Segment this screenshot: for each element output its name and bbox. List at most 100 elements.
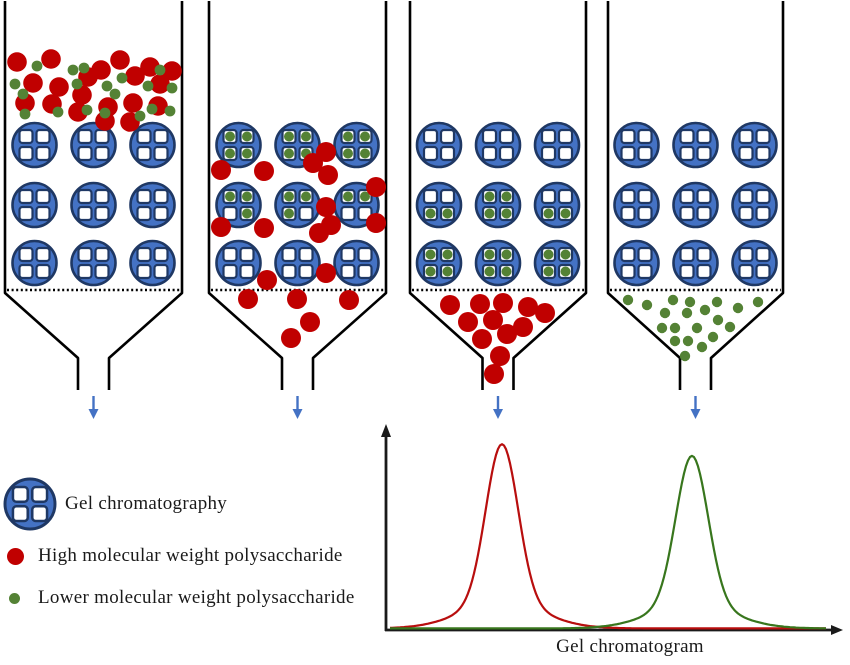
gel-bead bbox=[333, 121, 380, 169]
bead-pore-window bbox=[481, 128, 498, 145]
red-particle bbox=[366, 213, 386, 233]
trapped-green-particle bbox=[225, 191, 235, 202]
gel-bead-body bbox=[333, 239, 380, 287]
bead-pore-window bbox=[540, 128, 557, 145]
green-particle bbox=[17, 88, 29, 100]
bead-pore-window bbox=[11, 485, 29, 503]
bead-pore-window bbox=[77, 188, 93, 205]
red-particle bbox=[125, 66, 145, 86]
trapped-green-particle bbox=[425, 266, 436, 277]
red-particle bbox=[110, 50, 130, 70]
gel-bead bbox=[215, 239, 262, 287]
bead-pore-window bbox=[239, 263, 255, 280]
eluted-green-particle bbox=[724, 321, 736, 333]
trapped-green-particle bbox=[360, 131, 370, 142]
gel-bead-body bbox=[11, 181, 58, 229]
gel-bead bbox=[731, 181, 778, 229]
bead-pore-window bbox=[696, 263, 712, 280]
gel-bead-body bbox=[672, 121, 719, 169]
eluted-red-particle bbox=[535, 303, 555, 323]
gel-bead-body bbox=[533, 121, 581, 169]
bead-pore-window bbox=[77, 205, 93, 222]
red-particle bbox=[7, 52, 27, 72]
bead-pore-window bbox=[94, 128, 110, 145]
eluted-green-particle bbox=[667, 294, 679, 306]
trapped-green-particle bbox=[301, 191, 311, 202]
bead-pore-window bbox=[637, 263, 653, 280]
trapped-green-particle bbox=[501, 208, 512, 219]
trapped-green-particle bbox=[343, 131, 353, 142]
gel-bead-body bbox=[274, 181, 321, 229]
bead-pore-window bbox=[637, 188, 653, 205]
column-wall-right bbox=[709, 1, 785, 390]
bead-pore-window bbox=[136, 128, 152, 145]
red-particle bbox=[23, 73, 43, 93]
trapped-green-particle bbox=[501, 249, 512, 260]
bead-pore-window bbox=[557, 188, 574, 205]
gel-bead bbox=[613, 181, 660, 229]
bead-pore-window bbox=[94, 263, 110, 280]
eluted-red-particle bbox=[339, 290, 359, 310]
flow-arrow-head bbox=[690, 409, 701, 419]
gel-bead bbox=[70, 239, 117, 287]
bead-pore-window bbox=[18, 263, 34, 280]
gel-bead-icon bbox=[3, 477, 57, 531]
trapped-green-particle bbox=[284, 191, 294, 202]
eluted-red-particle bbox=[458, 312, 478, 332]
red-particle bbox=[254, 218, 274, 238]
eluted-red-particle bbox=[287, 289, 307, 309]
trapped-green-particle bbox=[484, 266, 495, 277]
bead-pore-window bbox=[755, 205, 771, 222]
gel-bead bbox=[333, 239, 380, 287]
eluted-green-particle bbox=[622, 294, 634, 306]
green-particle bbox=[142, 80, 154, 92]
bead-pore-window bbox=[620, 263, 636, 280]
trapped-green-particle bbox=[484, 208, 495, 219]
bead-pore-window bbox=[340, 263, 356, 280]
column-wall-left bbox=[606, 1, 682, 390]
eluted-red-particle bbox=[518, 297, 538, 317]
bead-pore-window bbox=[18, 145, 34, 162]
trapped-green-particle bbox=[242, 208, 252, 219]
eluted-green-particle bbox=[681, 307, 693, 319]
bead-pore-window bbox=[738, 263, 754, 280]
bead-pore-window bbox=[755, 188, 771, 205]
eluted-red-particle bbox=[300, 312, 320, 332]
red-particle bbox=[95, 111, 115, 131]
bead-pore-window bbox=[35, 145, 51, 162]
bead-pore-window bbox=[77, 145, 93, 162]
bead-pore-window bbox=[620, 145, 636, 162]
gel-bead-body bbox=[415, 121, 463, 169]
eluted-green-particle bbox=[669, 322, 681, 334]
eluted-green-particle bbox=[679, 350, 691, 362]
gel-bead-body bbox=[129, 121, 176, 169]
gel-bead bbox=[613, 121, 660, 169]
trapped-green-particle bbox=[360, 148, 370, 159]
green-particle bbox=[101, 80, 113, 92]
bead-pore-window bbox=[557, 145, 574, 162]
eluted-red-particle bbox=[493, 293, 513, 313]
bead-pore-window bbox=[94, 145, 110, 162]
red-particle bbox=[211, 160, 231, 180]
trapped-green-particle bbox=[242, 191, 252, 202]
red-particle bbox=[318, 165, 338, 185]
trapped-green-particle bbox=[242, 131, 252, 142]
bead-pore-window bbox=[77, 263, 93, 280]
gel-bead bbox=[672, 239, 719, 287]
bead-pore-window bbox=[755, 246, 771, 263]
flow-arrow-head bbox=[292, 409, 303, 419]
gel-bead-body bbox=[11, 239, 58, 287]
bead-pore-window bbox=[679, 145, 695, 162]
bead-pore-window bbox=[18, 188, 34, 205]
bead-pore-window bbox=[77, 246, 93, 263]
gel-bead-body bbox=[731, 181, 778, 229]
bead-pore-window bbox=[679, 128, 695, 145]
bead-pore-window bbox=[18, 246, 34, 263]
bead-pore-window bbox=[679, 263, 695, 280]
column-stage-3 bbox=[408, 1, 588, 419]
legend-label-gel-chromatography: Gel chromatography bbox=[65, 493, 228, 514]
green-particle bbox=[116, 72, 128, 84]
gel-bead bbox=[11, 121, 58, 169]
bead-pore-window bbox=[153, 145, 169, 162]
eluted-green-particle bbox=[669, 335, 681, 347]
